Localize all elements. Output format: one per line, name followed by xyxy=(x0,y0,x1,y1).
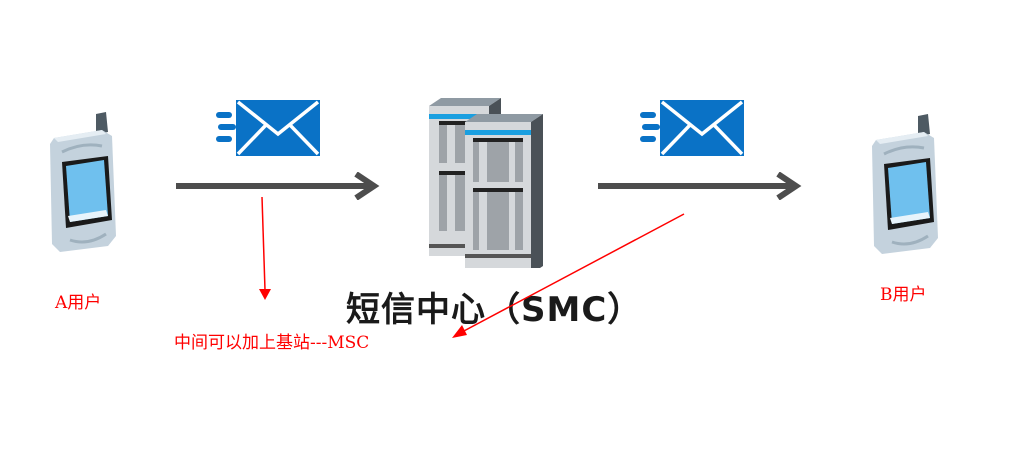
flow-arrow-1 xyxy=(176,172,380,200)
sms-center-server xyxy=(425,98,545,268)
sms-center-title: 短信中心（SMC） xyxy=(346,290,643,330)
flow-arrow-2 xyxy=(598,172,802,200)
envelope-send-icon xyxy=(640,100,744,156)
server-rack-icon xyxy=(429,98,543,268)
arrow-right-icon xyxy=(598,172,802,200)
annotation-arrow-down xyxy=(259,196,271,300)
message-2 xyxy=(638,98,746,158)
mobile-phone-icon xyxy=(50,112,116,252)
phone-a xyxy=(46,112,122,252)
message-1 xyxy=(214,98,322,158)
arrow-right-icon xyxy=(176,172,380,200)
annotation-text: 中间可以加上基站---MSC xyxy=(174,333,370,353)
annotation-arrow-diagonal xyxy=(452,213,685,338)
phone-b xyxy=(868,114,944,254)
envelope-send-icon xyxy=(216,100,320,156)
mobile-phone-icon xyxy=(872,114,938,254)
sender-label: A用户 xyxy=(55,293,102,313)
receiver-label: B用户 xyxy=(880,285,927,305)
